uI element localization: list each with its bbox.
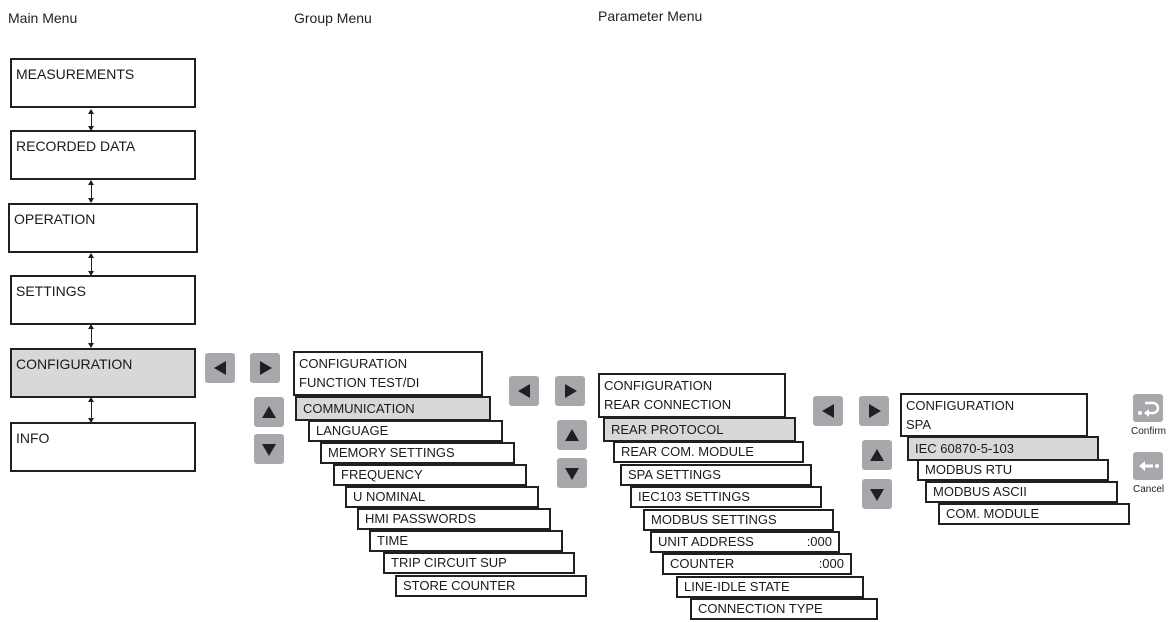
group-item-store-counter[interactable]: STORE COUNTER bbox=[395, 575, 587, 597]
main-menu-item-configuration[interactable]: CONFIGURATION bbox=[10, 348, 196, 398]
main-menu-connector bbox=[88, 253, 94, 276]
parameter-item-rear-com-module[interactable]: REAR COM. MODULE bbox=[613, 441, 804, 463]
group-item-trip-circuit-sup[interactable]: TRIP CIRCUIT SUP bbox=[383, 552, 575, 574]
up-button[interactable] bbox=[557, 420, 587, 450]
protocol-item-modbus-rtu[interactable]: MODBUS RTU bbox=[917, 459, 1109, 481]
protocol-item-iec-60870-5-103[interactable]: IEC 60870-5-103 bbox=[907, 436, 1099, 461]
up-button[interactable] bbox=[862, 440, 892, 470]
confirm-icon bbox=[1138, 401, 1160, 417]
parameter-item-rear-protocol[interactable]: REAR PROTOCOL bbox=[603, 417, 796, 442]
protocol-item-com-module[interactable]: COM. MODULE bbox=[938, 503, 1130, 525]
group-header-line1: CONFIGURATION bbox=[299, 356, 408, 371]
main-menu-item-info[interactable]: INFO bbox=[10, 422, 196, 472]
group-item-memory-settings[interactable]: MEMORY SETTINGS bbox=[320, 442, 515, 464]
unit-address-value: :000 bbox=[806, 534, 832, 549]
up-button[interactable] bbox=[254, 397, 284, 427]
parameter-item-unit-address[interactable]: UNIT ADDRESS :000 bbox=[650, 531, 840, 553]
left-button[interactable] bbox=[205, 353, 235, 383]
parameter-item-counter[interactable]: COUNTER :000 bbox=[662, 553, 852, 575]
protocol-menu-header-box: CONFIGURATION SPA bbox=[900, 393, 1088, 437]
main-menu-item-measurements[interactable]: MEASUREMENTS bbox=[10, 58, 196, 108]
protocol-header-line2: SPA bbox=[906, 417, 932, 432]
arrow-right-icon bbox=[565, 384, 577, 398]
arrow-left-icon bbox=[822, 404, 834, 418]
arrow-up-icon bbox=[870, 449, 884, 461]
cancel-button[interactable] bbox=[1133, 452, 1163, 480]
group-item-hmi-passwords[interactable]: HMI PASSWORDS bbox=[357, 508, 551, 530]
main-menu-item-operation[interactable]: OPERATION bbox=[8, 203, 198, 253]
down-button[interactable] bbox=[557, 458, 587, 488]
protocol-item-modbus-ascii[interactable]: MODBUS ASCII bbox=[925, 481, 1118, 503]
parameter-menu-header: Parameter Menu bbox=[598, 8, 703, 24]
parameter-menu-header-box: CONFIGURATION REAR CONNECTION bbox=[598, 373, 786, 418]
group-item-frequency[interactable]: FREQUENCY bbox=[333, 464, 527, 486]
group-item-u-nominal[interactable]: U NOMINAL bbox=[345, 486, 539, 508]
right-button[interactable] bbox=[859, 396, 889, 426]
down-button[interactable] bbox=[254, 434, 284, 464]
arrow-left-icon bbox=[214, 361, 226, 375]
cancel-icon bbox=[1139, 461, 1159, 471]
main-menu-connector bbox=[88, 397, 94, 423]
parameter-item-connection-type[interactable]: CONNECTION TYPE bbox=[690, 598, 878, 620]
main-menu-connector bbox=[88, 180, 94, 203]
group-item-language[interactable]: LANGUAGE bbox=[308, 420, 503, 442]
arrow-down-icon bbox=[262, 444, 276, 456]
left-button[interactable] bbox=[813, 396, 843, 426]
right-button[interactable] bbox=[250, 353, 280, 383]
arrow-down-icon bbox=[870, 489, 884, 501]
main-menu-item-recorded-data[interactable]: RECORDED DATA bbox=[10, 130, 196, 180]
parameter-header-line1: CONFIGURATION bbox=[604, 378, 713, 393]
arrow-down-icon bbox=[565, 468, 579, 480]
cancel-label: Cancel bbox=[1133, 484, 1165, 495]
main-menu-header: Main Menu bbox=[8, 10, 78, 26]
parameter-item-iec103-settings[interactable]: IEC103 SETTINGS bbox=[630, 486, 822, 508]
group-header-line2: FUNCTION TEST/DI bbox=[299, 375, 420, 390]
main-menu-item-settings[interactable]: SETTINGS bbox=[10, 275, 196, 325]
group-item-time[interactable]: TIME bbox=[369, 530, 563, 552]
arrow-up-icon bbox=[565, 429, 579, 441]
arrow-right-icon bbox=[869, 404, 881, 418]
parameter-item-line-idle-state[interactable]: LINE-IDLE STATE bbox=[676, 576, 864, 598]
parameter-item-modbus-settings[interactable]: MODBUS SETTINGS bbox=[643, 509, 834, 531]
protocol-header-line1: CONFIGURATION bbox=[906, 398, 1015, 413]
parameter-header-line2: REAR CONNECTION bbox=[604, 397, 732, 412]
down-button[interactable] bbox=[862, 479, 892, 509]
counter-value: :000 bbox=[818, 556, 844, 571]
group-item-communication[interactable]: COMMUNICATION bbox=[295, 396, 491, 421]
confirm-button[interactable] bbox=[1133, 394, 1163, 422]
counter-label: COUNTER bbox=[670, 556, 735, 571]
left-button[interactable] bbox=[509, 376, 539, 406]
right-button[interactable] bbox=[555, 376, 585, 406]
group-menu-header-box: CONFIGURATION FUNCTION TEST/DI bbox=[293, 351, 483, 396]
arrow-right-icon bbox=[260, 361, 272, 375]
main-menu-connector bbox=[88, 324, 94, 348]
arrow-left-icon bbox=[518, 384, 530, 398]
arrow-up-icon bbox=[262, 406, 276, 418]
group-menu-header: Group Menu bbox=[294, 10, 372, 26]
confirm-label: Confirm bbox=[1131, 426, 1167, 437]
unit-address-label: UNIT ADDRESS bbox=[658, 534, 754, 549]
parameter-item-spa-settings[interactable]: SPA SETTINGS bbox=[620, 464, 812, 486]
main-menu-connector bbox=[88, 109, 94, 131]
